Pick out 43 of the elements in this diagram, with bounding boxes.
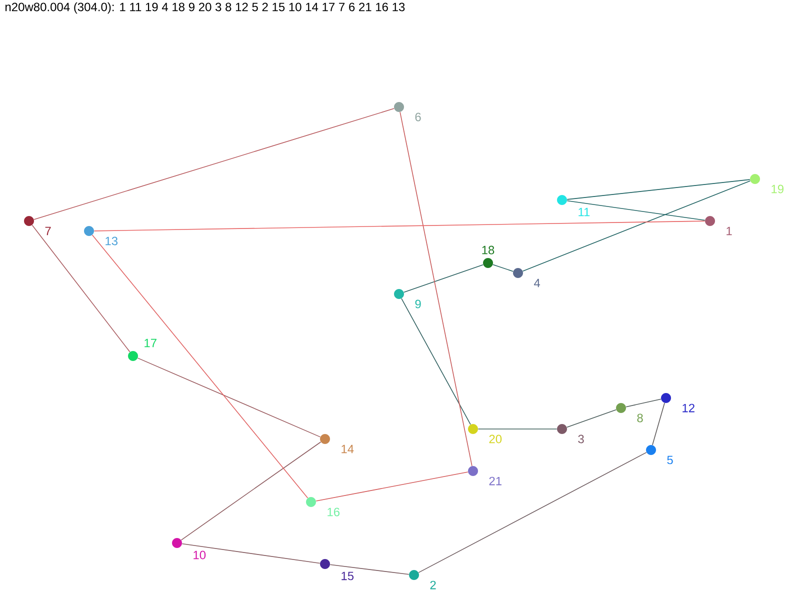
- point-label: 7: [45, 226, 51, 236]
- connector-line: [32, 224, 130, 352]
- connector-line: [34, 108, 394, 220]
- connector-line: [492, 264, 514, 272]
- point-label: 3: [578, 434, 584, 444]
- point-label: 21: [489, 476, 502, 486]
- connector-line: [566, 179, 750, 200]
- point-label: 10: [194, 550, 206, 560]
- connector-line: [330, 564, 410, 575]
- connector-line: [182, 543, 320, 564]
- point-label: 18: [482, 246, 494, 254]
- point-label: 15: [342, 572, 354, 580]
- connector-line: [94, 220, 706, 232]
- point-label: 16: [328, 508, 340, 516]
- point-label: 19: [772, 184, 784, 194]
- point-label: 6: [415, 112, 421, 122]
- connector-line: [478, 428, 558, 430]
- point-label: 12: [682, 404, 694, 412]
- connector-line: [404, 264, 484, 293]
- connector-line: [652, 402, 665, 446]
- point-label: 8: [637, 414, 643, 422]
- point-label: 20: [489, 434, 502, 444]
- point-label: 4: [534, 278, 540, 288]
- point-label: 11: [578, 208, 590, 216]
- connector-line: [401, 298, 471, 425]
- connector-line: [566, 200, 706, 221]
- point-label: 13: [106, 236, 118, 246]
- point-label: 14: [342, 444, 354, 454]
- connector-line: [316, 472, 468, 502]
- point-label: 5: [667, 456, 673, 464]
- connector-line: [626, 398, 662, 408]
- title: n20w80.004 (304.0): 1 11 19 4 18 9 20 3 8 12 5 2 15 10 14 17 7 6 21 16 13: [6, 2, 405, 14]
- connector-line: [180, 442, 322, 540]
- connector-line: [137, 358, 321, 438]
- connector-line: [400, 112, 472, 466]
- point-label: 1: [726, 226, 732, 236]
- connector-line: [92, 234, 308, 498]
- point-label: 17: [144, 338, 156, 348]
- connector-line: [522, 180, 751, 272]
- connector-line: [566, 409, 616, 428]
- point-label: 2: [430, 580, 436, 590]
- connector-line: [418, 452, 647, 573]
- point-label: 9: [415, 300, 421, 308]
